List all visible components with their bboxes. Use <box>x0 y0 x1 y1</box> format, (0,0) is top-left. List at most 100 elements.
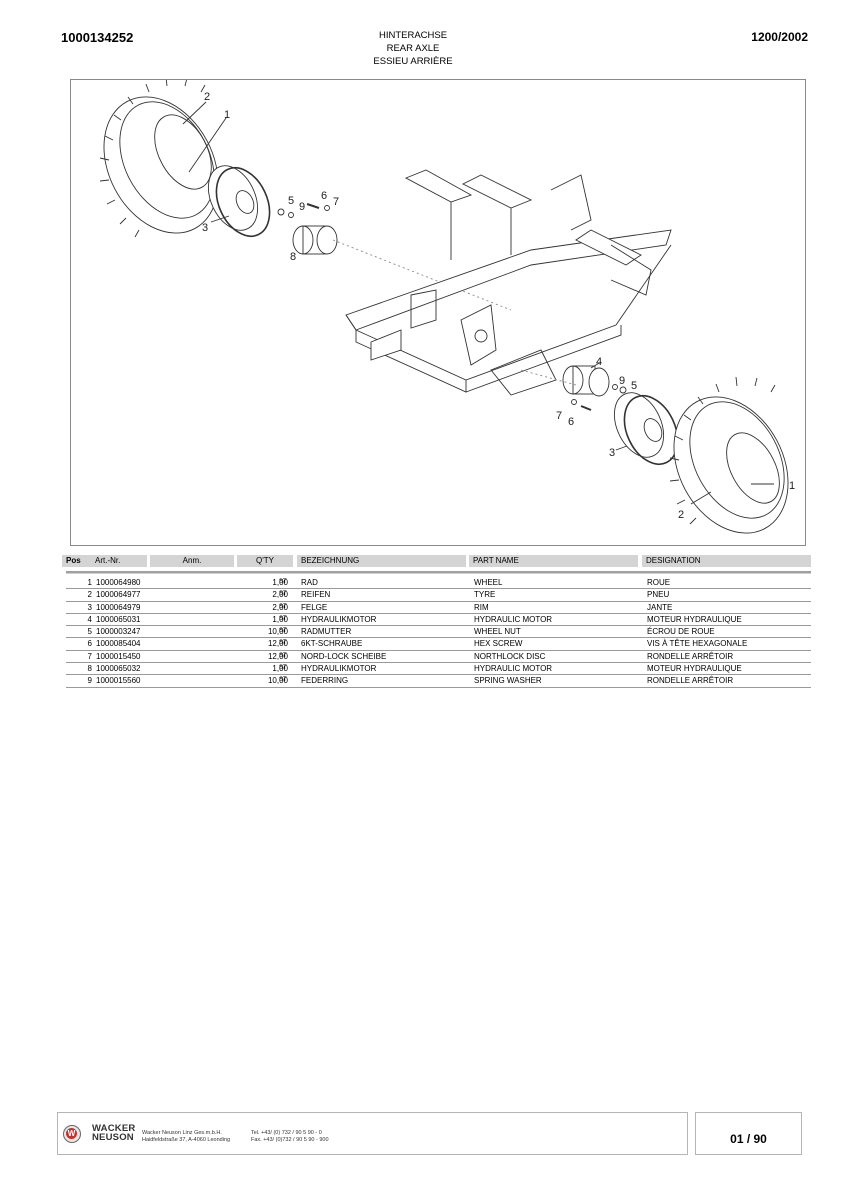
street-address: Haidfeldstraße 37, A-4060 Leonding <box>142 1137 231 1143</box>
bezeichnung: RADMUTTER <box>301 627 352 637</box>
callout-9: 9 <box>299 201 305 213</box>
callout-2b: 2 <box>678 509 684 521</box>
callout-7: 7 <box>333 196 339 208</box>
part-name: HEX SCREW <box>474 639 523 649</box>
unit: ST <box>279 677 287 684</box>
art-nr: 1000003247 <box>96 627 141 637</box>
company-address: Wacker Neuson Linz Ges.m.b.H. Haidfeldst… <box>142 1130 230 1144</box>
table-row: 3 1000064979 2,00 ST FELGE RIM JANTE <box>66 602 811 614</box>
part-name: WHEEL NUT <box>474 627 521 637</box>
designation: ÉCROU DE ROUE <box>647 627 715 637</box>
table-row: 1 1000064980 1,00 ST RAD WHEEL ROUE <box>66 577 811 590</box>
col-anm: Anm. <box>150 555 234 567</box>
designation: RONDELLE ARRÊTOIR <box>647 651 734 661</box>
telephone: Tel. +43/ (0) 732 / 90 5 90 - 0 <box>251 1130 322 1136</box>
page-number: 01 / 90 <box>695 1112 802 1155</box>
title-english: REAR AXLE <box>386 43 440 54</box>
callout-2: 2 <box>204 91 210 103</box>
bezeichnung: HYDRAULIKMOTOR <box>301 664 377 674</box>
designation: ROUE <box>647 578 671 587</box>
unit: ST <box>279 640 287 647</box>
col-qty: Q'TY <box>237 555 293 567</box>
bezeichnung: 6KT-SCHRAUBE <box>301 639 363 649</box>
designation: MOTEUR HYDRAULIQUE <box>647 614 742 624</box>
pos: 4 <box>87 614 92 624</box>
callout-6: 6 <box>321 190 327 202</box>
art-nr: 1000015560 <box>96 676 141 686</box>
callout-labels: 2 1 3 5 9 6 7 8 4 9 5 7 6 3 1 2 <box>202 91 795 521</box>
rear-axle-drawing: 2 1 3 5 9 6 7 8 4 9 5 7 6 3 1 2 <box>99 80 795 534</box>
pos: 3 <box>87 602 92 612</box>
axle-frame-icon <box>345 169 672 396</box>
unit: ST <box>279 579 287 585</box>
designation: VIS À TÊTE HEXAGONALE <box>647 639 748 649</box>
unit: ST <box>279 591 287 598</box>
callout-4: 4 <box>596 356 602 368</box>
col-pos: Pos <box>62 555 91 567</box>
pos: 7 <box>87 651 92 661</box>
left-rim-icon <box>207 165 271 237</box>
wacker-neuson-logo-icon: W <box>63 1125 81 1143</box>
art-nr: 1000064980 <box>96 578 141 587</box>
part-name: HYDRAULIC MOTOR <box>474 664 553 674</box>
designation: JANTE <box>647 602 673 612</box>
right-rim-icon <box>613 392 679 465</box>
part-name: RIM <box>474 602 489 612</box>
callout-7b: 7 <box>556 410 562 422</box>
part-name: HYDRAULIC MOTOR <box>474 614 553 624</box>
part-name: WHEEL <box>474 578 503 587</box>
art-nr: 1000064979 <box>96 602 141 612</box>
doc-number: 1000134252 <box>61 30 134 45</box>
table-row: 4 1000065031 1,00 ST HYDRAULIKMOTOR HYDR… <box>66 614 811 627</box>
right-hydraulic-motor-icon <box>562 365 610 397</box>
art-nr: 1000085404 <box>96 639 141 649</box>
art-nr: 1000065031 <box>96 614 141 624</box>
designation: PNEU <box>647 590 670 600</box>
qty: 10,00 <box>267 627 288 637</box>
designation: RONDELLE ARRÊTOIR <box>647 676 734 686</box>
col-bezeichnung: BEZEICHNUNG <box>297 555 466 567</box>
footer-company-info: W WACKER NEUSON Wacker Neuson Linz Ges.m… <box>57 1112 688 1155</box>
right-tyre-icon <box>669 376 789 534</box>
col-art-nr: Art.-Nr. <box>91 555 147 567</box>
bezeichnung: REIFEN <box>301 590 331 600</box>
brand-wordmark: WACKER NEUSON <box>92 1123 136 1143</box>
unit: ST <box>279 615 287 622</box>
qty: 12,00 <box>267 651 288 661</box>
part-name: NORTHLOCK DISC <box>474 651 546 661</box>
header-divider <box>66 571 811 574</box>
pos: 9 <box>87 676 92 686</box>
qty: 12,00 <box>267 639 288 649</box>
bezeichnung: FELGE <box>301 602 328 612</box>
company-name: Wacker Neuson Linz Ges.m.b.H. <box>142 1130 222 1136</box>
model-reference: 1200/2002 <box>751 30 808 44</box>
unit: ST <box>279 603 287 610</box>
col-designation: DESIGNATION <box>642 555 811 567</box>
left-tyre-icon <box>99 80 219 238</box>
qty: 2,00 <box>272 590 288 600</box>
table-row: 6 1000085404 12,00 ST 6KT-SCHRAUBE HEX S… <box>66 638 811 651</box>
art-nr: 1000065032 <box>96 664 141 674</box>
table-row: 8 1000065032 1,00 ST HYDRAULIKMOTOR HYDR… <box>66 663 811 676</box>
callout-1: 1 <box>224 109 230 121</box>
bezeichnung: HYDRAULIKMOTOR <box>301 614 377 624</box>
callout-6b: 6 <box>568 416 574 428</box>
title-german: HINTERACHSE <box>378 30 448 41</box>
parts-table-body: 1 1000064980 1,00 ST RAD WHEEL ROUE 2 10… <box>66 577 811 688</box>
qty: 1,00 <box>272 664 288 674</box>
callout-5b: 5 <box>631 380 637 392</box>
callout-3b: 3 <box>609 447 615 459</box>
qty: 2,00 <box>272 602 288 612</box>
left-hydraulic-motor-icon <box>292 225 338 255</box>
pos: 2 <box>87 590 92 600</box>
company-contact: Tel. +43/ (0) 732 / 90 5 90 - 0 Fax. +43… <box>251 1130 329 1144</box>
table-row: 2 1000064977 2,00 ST REIFEN TYRE PNEU <box>66 589 811 602</box>
table-row: 5 1000003247 10,00 ST RADMUTTER WHEEL NU… <box>66 626 811 639</box>
art-nr: 1000015450 <box>96 651 141 661</box>
pos: 8 <box>87 664 92 674</box>
title-french: ESSIEU ARRIÈRE <box>373 56 453 67</box>
table-row: 9 1000015560 10,00 ST FEDERRING SPRING W… <box>66 675 811 688</box>
bezeichnung: FEDERRING <box>301 676 349 686</box>
callout-8: 8 <box>290 251 296 263</box>
col-part-name: PART NAME <box>469 555 638 567</box>
